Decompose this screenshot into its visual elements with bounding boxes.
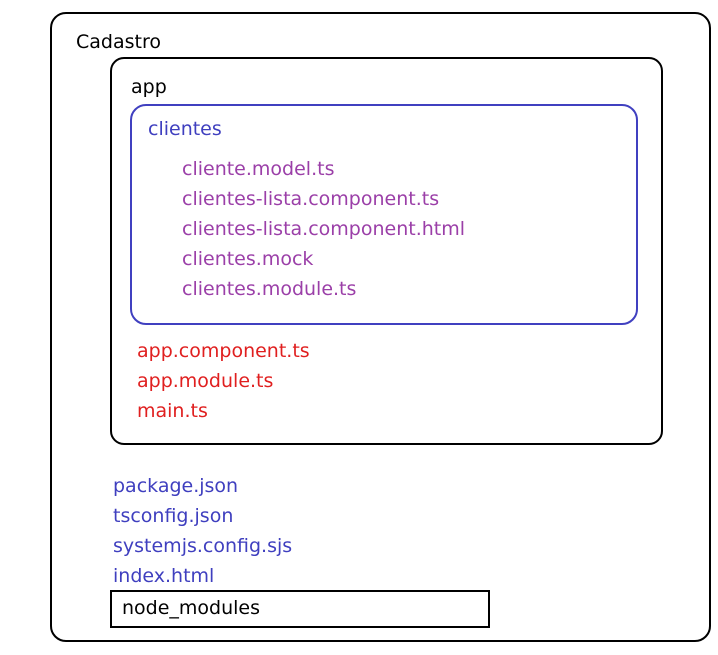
- file-cliente-model: cliente.model.ts: [182, 158, 335, 180]
- file-main: main.ts: [137, 400, 208, 422]
- root-file-list: package.json tsconfig.json systemjs.conf…: [113, 471, 292, 591]
- clientes-folder-label: clientes: [148, 118, 222, 140]
- app-file-list: app.component.ts app.module.ts main.ts: [137, 336, 310, 426]
- file-index-html: index.html: [113, 565, 215, 587]
- node-modules-folder: [110, 590, 490, 628]
- file-app-module: app.module.ts: [137, 370, 274, 392]
- file-tsconfig-json: tsconfig.json: [113, 505, 234, 527]
- file-app-component: app.component.ts: [137, 340, 310, 362]
- file-package-json: package.json: [113, 475, 239, 497]
- clientes-folder: [130, 104, 638, 325]
- app-folder: [110, 57, 663, 445]
- file-clientes-mock: clientes.mock: [182, 248, 314, 270]
- app-folder-label: app: [131, 76, 167, 98]
- file-clientes-lista-component-ts: clientes-lista.component.ts: [182, 188, 440, 210]
- file-clientes-module: clientes.module.ts: [182, 278, 357, 300]
- file-systemjs-config: systemjs.config.sjs: [113, 535, 293, 557]
- cadastro-folder-label: Cadastro: [76, 31, 161, 53]
- clientes-file-list: cliente.model.ts clientes-lista.componen…: [182, 154, 465, 304]
- node-modules-label: node_modules: [122, 597, 261, 619]
- cadastro-folder: [50, 12, 711, 642]
- file-clientes-lista-component-html: clientes-lista.component.html: [182, 218, 466, 240]
